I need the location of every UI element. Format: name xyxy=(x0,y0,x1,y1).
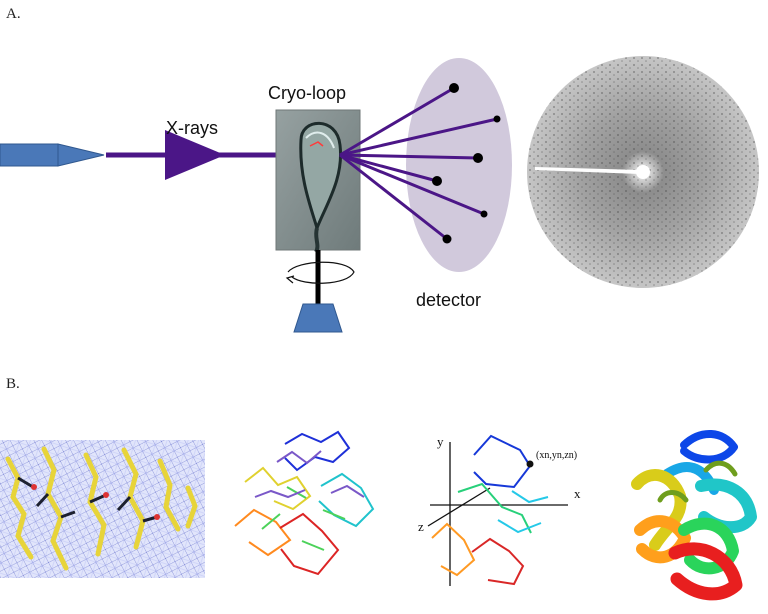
panel-b-label: B. xyxy=(6,376,20,392)
diffracted-beams xyxy=(339,86,498,241)
xray-source xyxy=(0,143,105,167)
coordinate-model: y x z (xn,yn,zn) xyxy=(418,434,581,586)
cryo-loop xyxy=(275,109,361,253)
selected-atom xyxy=(526,460,534,468)
atomic-model xyxy=(234,430,375,576)
cryo-loop-label: Cryo-loop xyxy=(268,83,346,103)
y-axis-label: y xyxy=(437,434,444,449)
panel-a-label: A. xyxy=(6,6,21,22)
diffraction-image xyxy=(527,56,759,288)
goniometer-mount xyxy=(285,250,355,333)
ribbon-model xyxy=(631,429,757,601)
electron-density-map xyxy=(0,440,205,578)
z-axis-label: z xyxy=(418,519,424,534)
x-axis-label: x xyxy=(574,486,581,501)
coordinate-label: (xn,yn,zn) xyxy=(536,450,577,461)
detector-label: detector xyxy=(416,290,481,310)
xray-label: X-rays xyxy=(166,118,218,138)
diffraction-spots xyxy=(432,83,501,244)
detector-plane xyxy=(406,58,512,272)
